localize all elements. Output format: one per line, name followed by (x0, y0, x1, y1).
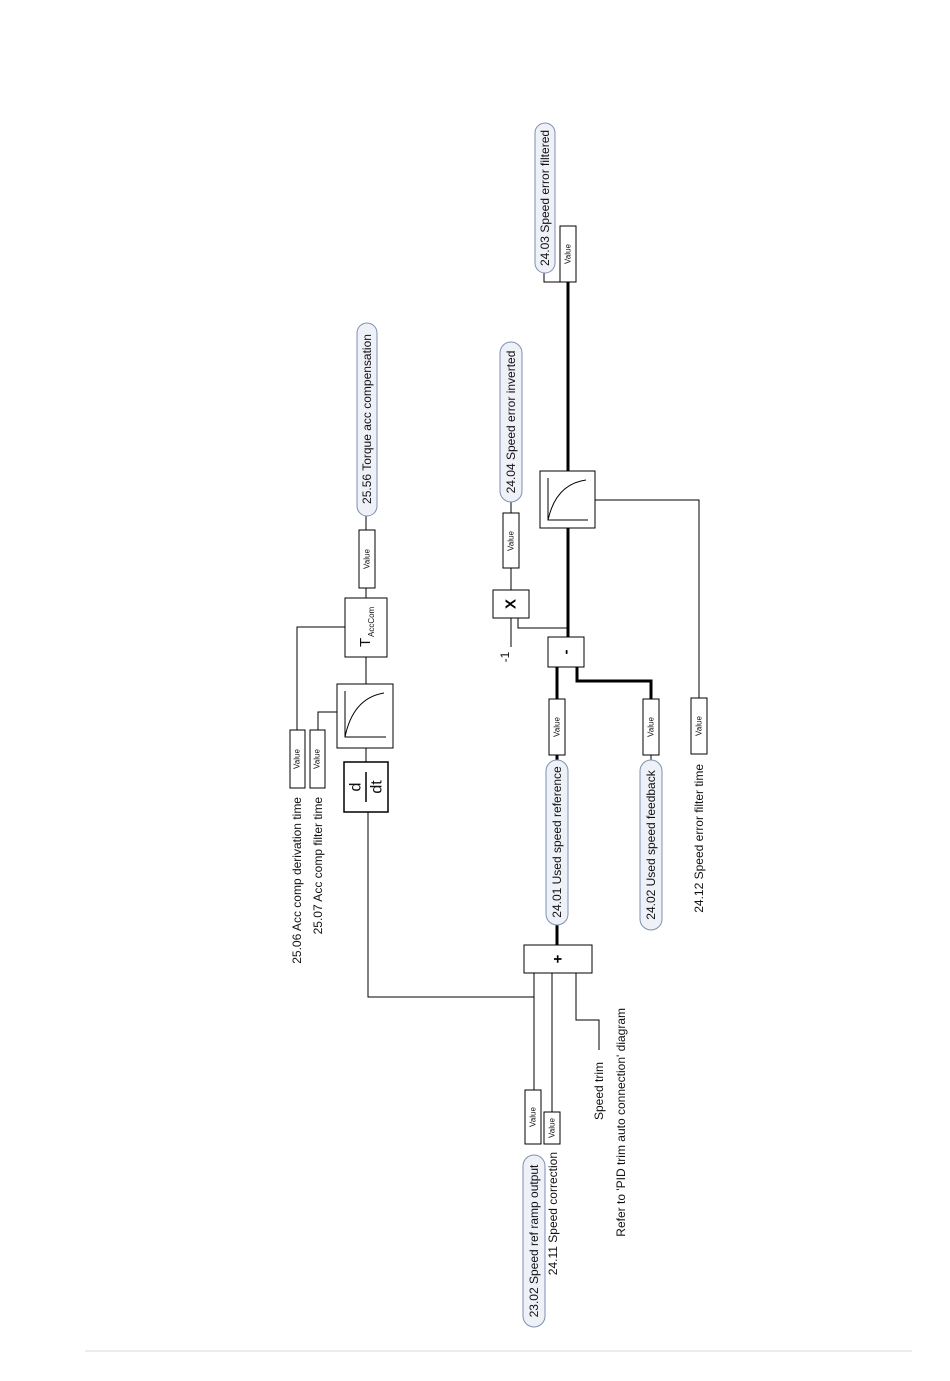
derivative-block: d dt (343, 761, 389, 813)
wire-speed-trim (575, 973, 600, 1050)
speed-error-filter-block (539, 470, 596, 529)
value-text: Value (548, 1118, 557, 1138)
multiply-block: X (492, 589, 530, 619)
subtract-symbol: - (558, 650, 575, 655)
value-text: Value (564, 244, 573, 264)
derivative-d: d (348, 783, 365, 792)
sum-symbol: + (550, 954, 567, 963)
wire-deriv-time (296, 626, 345, 730)
pill-speed-error-inverted: 24.04 Speed error inverted (499, 341, 523, 503)
wire-derivative-input (367, 812, 534, 998)
pill-used-speed-reference: 24.01 Used speed reference (545, 759, 569, 926)
label-acc-comp-filter-time: 25.07 Acc comp filter time (311, 797, 325, 935)
label-acc-comp-derivation-time: 25.06 Acc comp derivation time (290, 797, 304, 964)
label-speed-correction: 24.11 Speed correction (546, 1152, 560, 1275)
label-speed-ref-ramp-output: 23.02 Speed ref ramp output (527, 1164, 541, 1317)
value-text: Value (695, 716, 704, 736)
value-box-speed-error-inverted: Value (502, 512, 520, 569)
label-speed-error-inverted: 24.04 Speed error inverted (504, 351, 518, 494)
value-box-used-speed-ref: Value (548, 698, 566, 756)
value-text: Value (313, 749, 322, 769)
value-box-speed-correction: Value (543, 1111, 561, 1145)
value-box-used-speed-feedback: Value (642, 698, 660, 756)
label-speed-error-filtered: 24.03 Speed error filtered (538, 130, 552, 266)
pill-speed-error-filtered: 24.03 Speed error filtered (534, 122, 556, 274)
value-box-error-filter-time: Value (690, 697, 708, 755)
pill-used-speed-feedback: 24.02 Used speed feedback (639, 759, 663, 931)
value-text: Value (647, 717, 656, 737)
wire-error-to-mult (517, 618, 568, 629)
value-box-torque-comp: Value (358, 529, 376, 589)
pill-speed-ref-ramp-output: 23.02 Speed ref ramp output (522, 1154, 546, 1328)
value-box-acc-filter-time: Value (309, 729, 326, 789)
sum-block: + (523, 944, 593, 974)
label-speed-error-filter-time: 24.12 Speed error filter time (692, 764, 706, 913)
derivative-dt: dt (369, 780, 386, 794)
label-used-speed-feedback: 24.02 Used speed feedback (644, 769, 658, 919)
pill-torque-acc-compensation: 25.56 Torque acc compensation (356, 322, 378, 517)
label-used-speed-reference: 24.01 Used speed reference (550, 766, 564, 918)
value-box-acc-deriv-time: Value (289, 729, 306, 789)
label-torque-acc-compensation: 25.56 Torque acc compensation (360, 334, 374, 504)
wire-feedback (575, 667, 653, 699)
wires (296, 273, 700, 1112)
wire-error-filter-time (595, 499, 700, 698)
subtract-block: - (547, 636, 585, 668)
label-pid-trim-note: Refer to 'PID trim auto connection' diag… (614, 1008, 628, 1237)
acc-comp-filter-block (336, 683, 394, 749)
multiply-symbol: X (503, 599, 520, 609)
value-text: Value (507, 531, 516, 551)
value-text: Value (293, 749, 302, 769)
value-text: Value (363, 549, 372, 569)
torque-acc-comp-block: T AccCom (344, 597, 388, 658)
value-box-speed-error-filtered: Value (559, 225, 577, 283)
minus-one-constant: -1 (498, 651, 512, 662)
tacc-main-label: T (357, 638, 374, 647)
label-speed-trim: Speed trim (592, 1062, 606, 1120)
wire-filter-time (317, 711, 337, 730)
value-text: Value (553, 717, 562, 737)
value-text: Value (529, 1107, 538, 1127)
tacc-sub-label: AccCom (367, 606, 376, 637)
value-box-ramp-output: Value (524, 1089, 542, 1145)
